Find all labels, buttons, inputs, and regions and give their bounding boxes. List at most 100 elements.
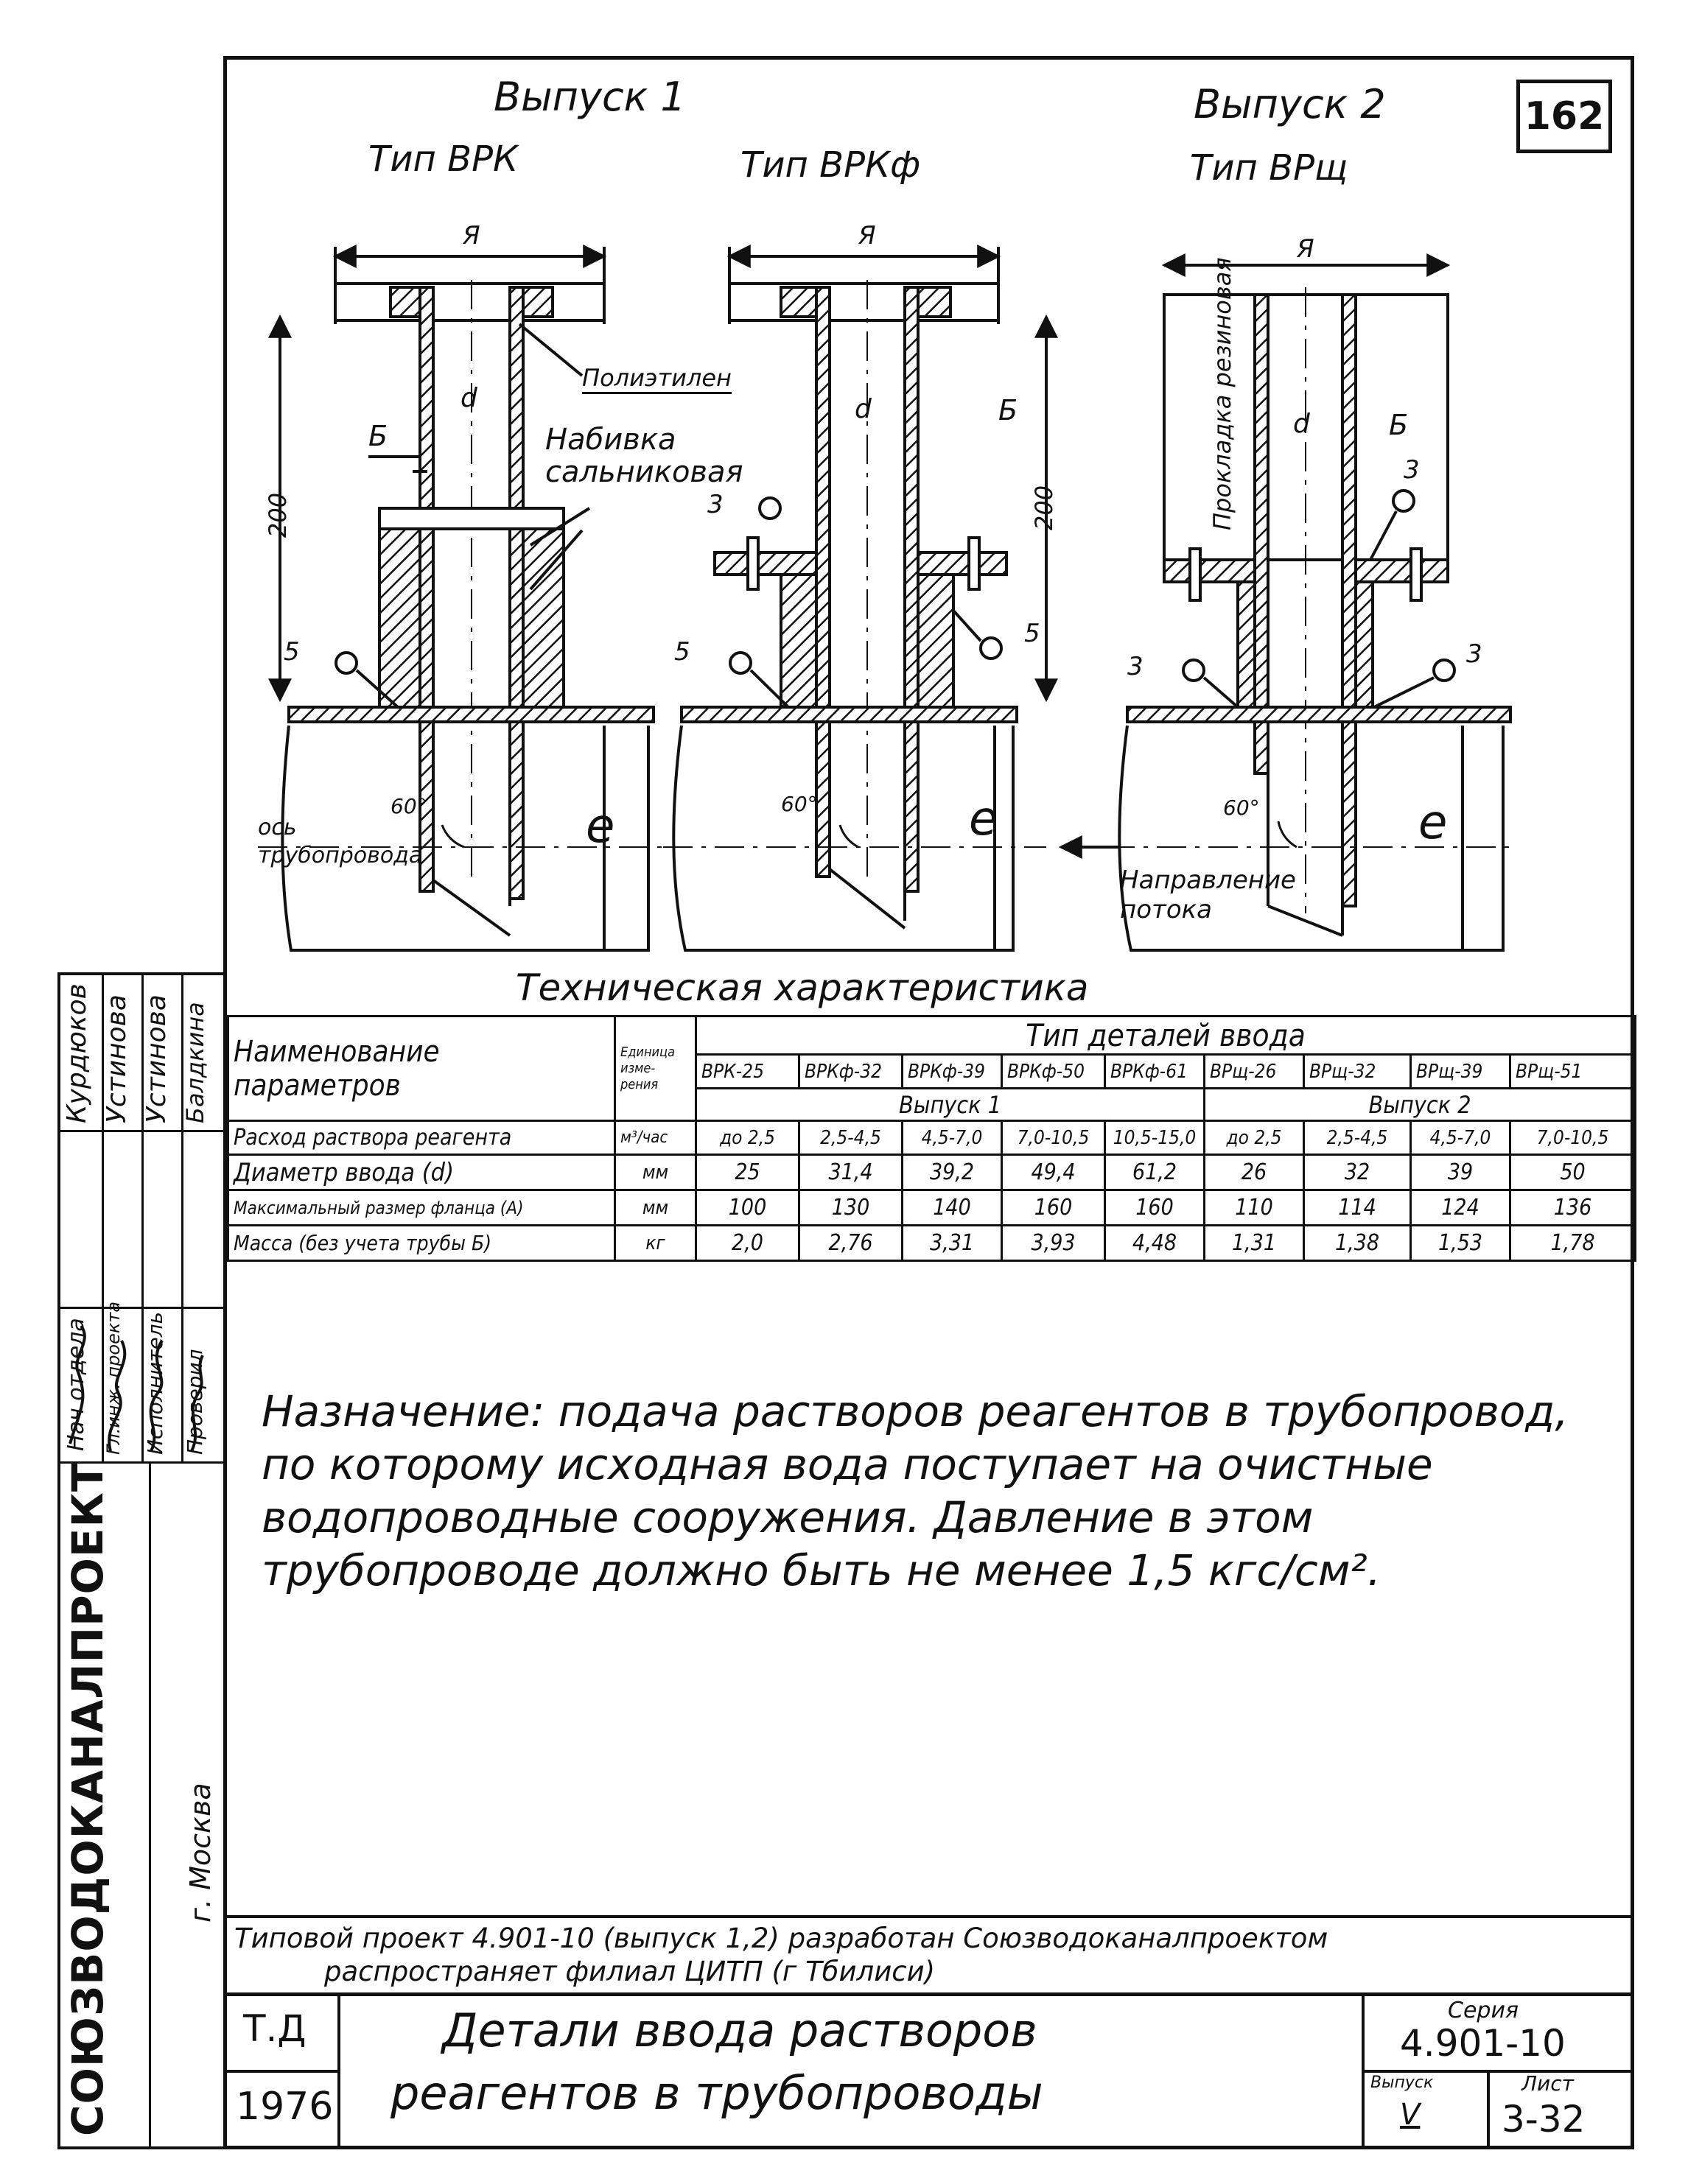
table-row: Диаметр ввода (d) мм 25 31,4 39,2 49,4 6… (227, 1154, 1637, 1191)
row-name: Максимальный размер фланца (А) (227, 1189, 616, 1226)
angle-label-1: 60° (391, 794, 427, 818)
type-col-2: ВРКф-32 (798, 1053, 903, 1089)
cell: 2,5-4,5 (1303, 1120, 1412, 1156)
e-label-1: е (586, 799, 615, 854)
rubber-gasket-label: Прокладка резиновая (1208, 257, 1236, 530)
cell: 100 (695, 1189, 800, 1226)
project-note-1: Типовой проект 4.901-10 (выпуск 1,2) раз… (234, 1923, 1328, 1954)
table-row: Масса (без учета трубы Б) кг 2,0 2,76 3,… (227, 1224, 1637, 1262)
cell: 39,2 (901, 1154, 1003, 1191)
signatures (69, 1324, 204, 1452)
cell: до 2,5 (695, 1120, 800, 1156)
drawing-title-2: реагентов в трубопроводы (391, 2066, 1043, 2120)
cell: 61,2 (1104, 1154, 1205, 1191)
series-label: Серия (1448, 1998, 1519, 2023)
cell: 4,5-7,0 (1409, 1120, 1511, 1156)
type-col-6: ВРщ-26 (1203, 1053, 1305, 1089)
variant-1-drawing (258, 245, 663, 952)
cell: 1,78 (1508, 1224, 1637, 1262)
variant-2-type: Тип ВРКф (740, 144, 921, 186)
e-label-3: е (1418, 796, 1448, 850)
table-row: Максимальный размер фланца (А) мм 100 13… (227, 1189, 1637, 1226)
cell: 3,93 (1001, 1224, 1106, 1262)
left-stamp (57, 972, 227, 2149)
issue2-header: Выпуск 2 (1202, 1087, 1637, 1122)
signature-4 (190, 1355, 204, 1452)
dim-d-label-3: d (1293, 409, 1310, 439)
cell: 26 (1203, 1154, 1305, 1191)
issue-label: Выпуск (1370, 2074, 1434, 2092)
issue-value: V (1400, 2098, 1421, 2132)
purpose-text: Назначение: подача растворов реагентов в… (262, 1386, 1569, 1595)
height-200-label-2: 200 (1030, 485, 1058, 530)
variant-1-issue: Выпуск 1 (494, 74, 686, 120)
cell: 4,5-7,0 (901, 1120, 1003, 1156)
cell: 2,76 (798, 1224, 903, 1262)
cell: 130 (798, 1189, 903, 1226)
header-param: Наименование параметров (227, 1015, 616, 1122)
cell: 136 (1508, 1189, 1637, 1226)
cell: 160 (1001, 1189, 1106, 1226)
issue1-header: Выпуск 1 (695, 1087, 1205, 1122)
cell: 4,48 (1104, 1224, 1205, 1262)
dim-d-label-1: d (460, 383, 477, 413)
pipe-axis-label: ось трубопровода (258, 815, 423, 868)
tech-table: Наименование параметров Единица изме-рен… (227, 1015, 1637, 1262)
name-chief: Устинова (102, 994, 132, 1123)
project-note-2: распространяет филиал ЦИТП (г Тбилиси) (324, 1956, 936, 1987)
cell: до 2,5 (1203, 1120, 1305, 1156)
cell: 3,31 (901, 1224, 1003, 1262)
polyethylene-label: Полиэтилен (582, 364, 732, 394)
table-row: Расход раствора реагента м³/час до 2,5 2… (227, 1120, 1637, 1156)
cell: 2,0 (695, 1224, 800, 1262)
row-unit: м³/час (614, 1120, 697, 1156)
year: 1976 (236, 2085, 334, 2129)
technical-drawing (258, 245, 1518, 952)
type-col-5: ВРКф-61 (1104, 1053, 1205, 1089)
city: г. Москва (184, 1783, 217, 1923)
cell: 1,53 (1409, 1224, 1511, 1262)
title-block (227, 1992, 1634, 2149)
weld-3-label-3: 3 (1404, 455, 1420, 485)
pipe-b-label-2: Б (998, 394, 1018, 426)
cell: 7,0-10,5 (1508, 1120, 1637, 1156)
series-value: 4.901-10 (1400, 2022, 1566, 2065)
height-200-label-1: 200 (264, 492, 292, 538)
variant-1-type: Тип ВРК (368, 138, 519, 180)
project-note-top-line (227, 1915, 1634, 1918)
flow-direction-label: Направление потока (1120, 865, 1296, 924)
weld-5-label-1: 5 (284, 637, 300, 667)
row-name: Диаметр ввода (d) (227, 1154, 616, 1191)
cell: 124 (1409, 1189, 1511, 1226)
dim-a-label-2: Я (858, 221, 876, 250)
weld-5-label-2: 5 (674, 637, 690, 667)
cell: 49,4 (1001, 1154, 1106, 1191)
name-checked: Балдкина (181, 1002, 209, 1123)
cell: 160 (1104, 1189, 1205, 1226)
variant-3-drawing (1058, 253, 1518, 952)
signature-3 (149, 1339, 164, 1452)
row-unit: кг (614, 1224, 697, 1262)
cell: 25 (695, 1154, 800, 1191)
variant-2-drawing (663, 245, 1058, 952)
cell: 114 (1303, 1189, 1412, 1226)
cell: 32 (1303, 1154, 1412, 1191)
row-name: Масса (без учета трубы Б) (227, 1224, 616, 1262)
cell: 140 (901, 1189, 1003, 1226)
cell: 50 (1508, 1154, 1637, 1191)
header-types: Тип деталей ввода (694, 1015, 1637, 1056)
weld-3-label-2: 3 (1127, 652, 1144, 681)
cell: 31,4 (798, 1154, 903, 1191)
dim-d-label-2: d (855, 394, 872, 424)
row-unit: мм (614, 1154, 697, 1191)
sheet-number: 162 (1524, 94, 1605, 138)
name-executor: Устинова (141, 994, 172, 1123)
row-name: Расход раствора реагента (227, 1120, 616, 1156)
type-col-1: ВРК-25 (695, 1053, 800, 1089)
pipe-b-label-1: Б (368, 420, 388, 452)
type-col-7: ВРщ-32 (1303, 1053, 1412, 1089)
signature-1 (69, 1324, 86, 1444)
type-col-8: ВРщ-39 (1409, 1053, 1511, 1089)
cell: 1,38 (1303, 1224, 1412, 1262)
variant-3-issue: Выпуск 2 (1194, 81, 1386, 127)
